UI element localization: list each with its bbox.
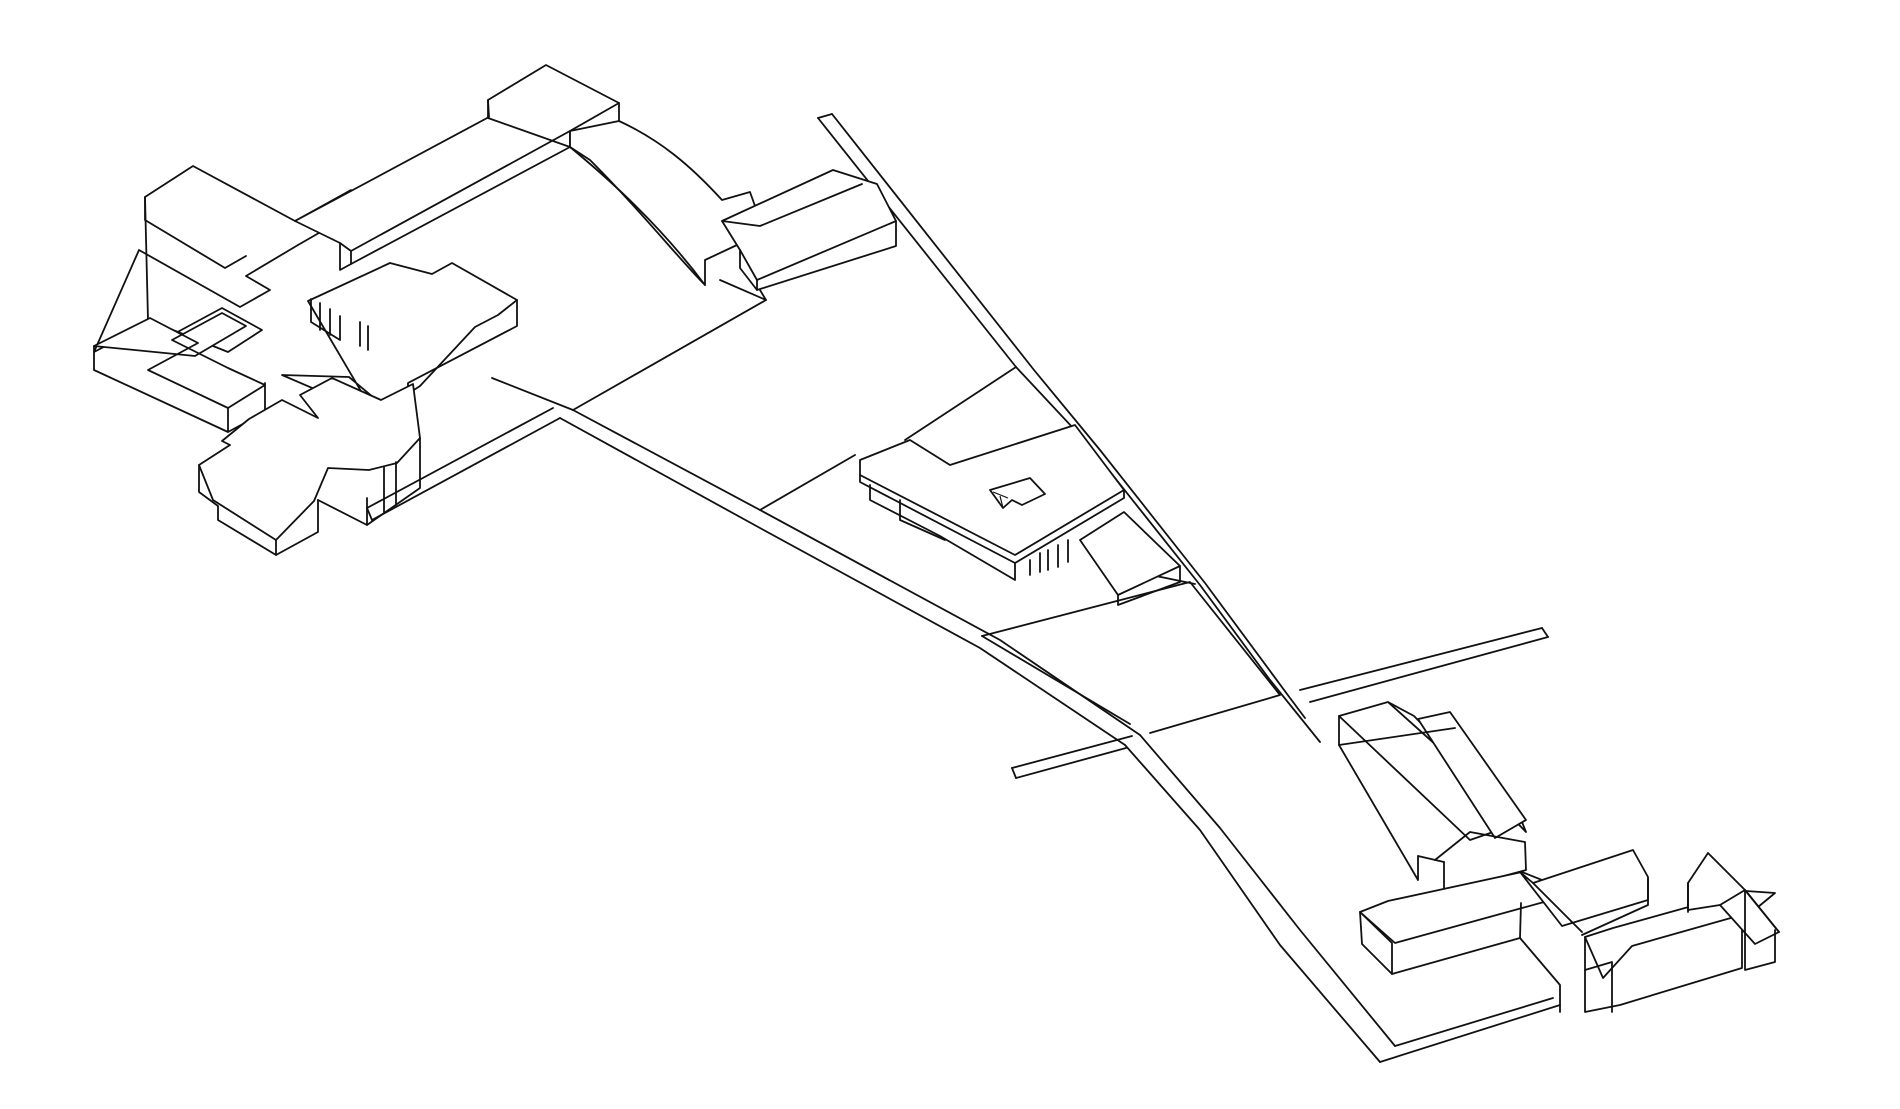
house-d-front [1584,919,1743,1013]
house-a-roof-right [1417,711,1527,839]
plot-lower-center [981,581,1281,734]
center-pavilion [859,424,1181,606]
plot-middle-left-edge [759,289,767,301]
house-a-left-wall [1338,715,1419,881]
barn-ridge [721,183,863,227]
lower-street-right-edge [1139,734,1396,1047]
north-bar-face-1 [339,242,352,271]
street-network [366,113,1561,1063]
west-wing-face-2 [93,345,229,433]
north-bar-top [294,64,620,252]
lower-street-left-edge [1124,744,1381,1063]
light-well-detail [992,491,1009,509]
lower-street-bottom-edge [1379,1004,1561,1063]
house-e-walls [1687,882,1776,971]
house-e-roof [1687,852,1780,945]
house-d-gable [1584,961,1613,1013]
pavilion-annex-face [1117,565,1181,606]
pavilion-under-left [869,484,1016,581]
campus-link-line [491,377,574,411]
barn-face [756,220,897,291]
house-e-gable [1719,889,1780,933]
campus-complex [93,64,897,556]
plot-outlines [572,279,1281,734]
cross-street-right-cap [1541,627,1549,638]
plot-lower-center-edge [981,635,1131,725]
west-wing-face-1 [144,196,247,269]
pavilion-annex-top [1079,511,1181,596]
cross-street-left-upper [1011,735,1133,769]
south-block-face-4 [366,437,421,526]
plot-center-upper [759,454,856,511]
cross-street-right-upper [1299,627,1543,691]
plot-middle-left [572,279,767,411]
west-wing-south-block [93,312,266,409]
house-c-ridge [1532,882,1583,933]
lower-street-bottom-edge-2 [1394,997,1554,1047]
main-street-top-cap [817,113,833,119]
south-block-columns [383,461,397,513]
main-street-right-edge [831,113,1306,719]
diagonal-street-lower-edge [559,417,1126,746]
curved-wing-lower [569,146,706,286]
courtyard-block-face-1 [310,298,341,341]
barn-face-left [739,249,758,291]
curved-wing [569,120,761,286]
plot-center-right [904,366,1017,441]
house-a-front [1417,855,1445,863]
left-strip-lower [371,417,561,521]
south-block-top [198,377,421,541]
south-block-face-2 [275,499,319,556]
left-strip-upper [366,407,554,509]
house-b-gable [1359,911,1393,975]
house-b-roof [1359,871,1548,944]
gable-houses [1338,701,1780,1013]
courtyard-block-top [281,262,518,416]
south-block-face-1 [198,464,277,556]
house-b-side [1519,937,1561,1013]
courtyard-columns [319,302,369,351]
south-block-face-3 [317,497,368,526]
cross-street-left-lower [1015,747,1127,779]
house-c-front [1581,877,1649,936]
pavilion-under-inner [899,499,946,541]
cross-street-right-lower [1309,636,1549,703]
pavilion-columns [1029,539,1069,576]
main-street-left-edge [817,117,1321,743]
cross-street-left-cap [1011,767,1017,779]
house-a-gable [1434,831,1527,893]
house-a-left-face [1338,727,1456,746]
north-bar-face-4 [487,99,571,148]
